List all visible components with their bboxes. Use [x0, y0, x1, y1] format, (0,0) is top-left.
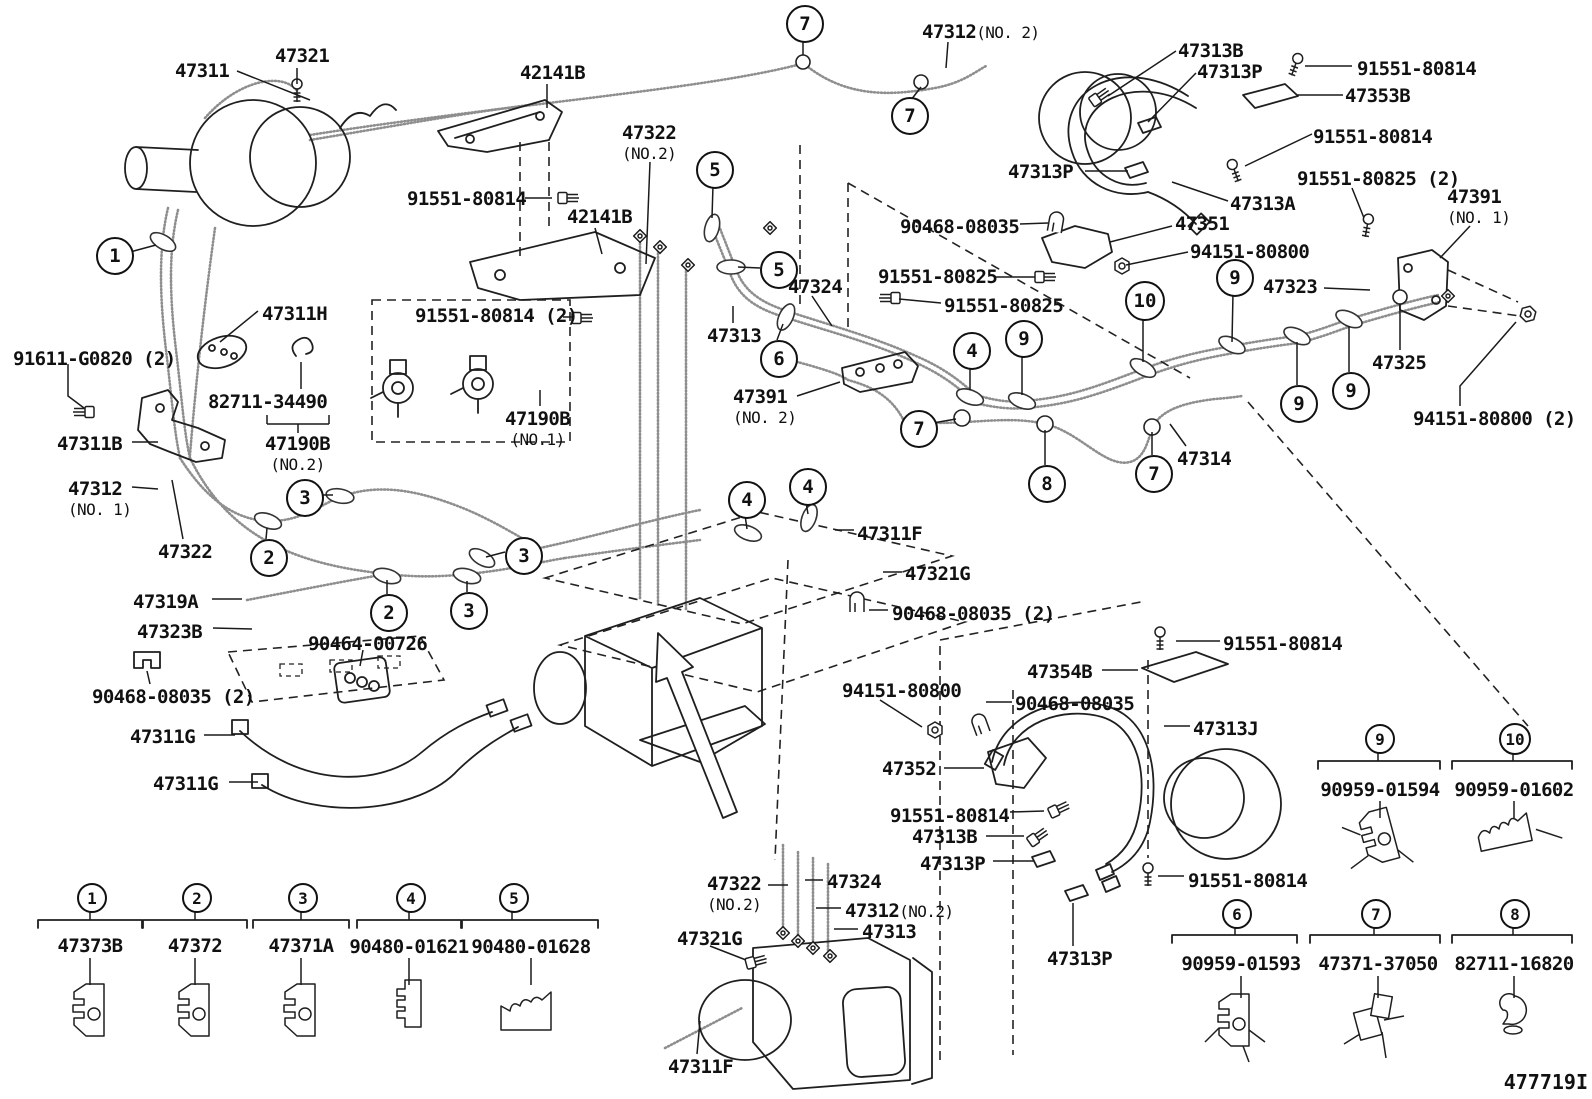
clip-90480-01628-icon: [500, 991, 552, 1031]
clip-47371-37050-icon: [1343, 992, 1405, 1059]
abs-actuator-center: [533, 597, 766, 767]
tube-point-markers: [795, 54, 1408, 436]
clip-47373B-icon: [72, 983, 105, 1037]
clamp-82711-34490: [291, 336, 314, 357]
clamp-block-90464: [333, 656, 391, 704]
clip-90468-left: [133, 651, 161, 669]
direction-arrow: [655, 632, 738, 819]
tube-bracket-47391-no2: [841, 351, 919, 393]
brake-drum-disc: [1163, 748, 1282, 860]
hose-bracket-47353B: [1242, 83, 1299, 109]
hose-bracket-47351: [1041, 225, 1113, 269]
clamp-47313P: [1064, 884, 1089, 902]
tube-clamp-markers: [149, 213, 1363, 585]
hoses-47311G: [231, 698, 533, 809]
clamp-47313P: [1124, 161, 1149, 179]
clamp-47313P: [1031, 850, 1056, 868]
clip-47371A-icon: [283, 983, 316, 1037]
clip-90480-01621-icon: [396, 979, 422, 1028]
tube-pad-47311H: [196, 334, 248, 370]
proportioning-valves: [370, 355, 494, 418]
dashed-reference-lines: [226, 142, 1529, 1060]
clip-90959-01594-icon: [1341, 806, 1414, 870]
bracket-42141B: [437, 99, 656, 301]
clip-90959-01602-icon: [1477, 812, 1563, 852]
rear-brake-hose-47313J: [983, 701, 1155, 893]
brake-booster: [124, 99, 397, 227]
dashed-slots: [279, 655, 401, 677]
abs-actuator-bottom: [698, 937, 933, 1090]
clip-82711-16820-icon: [1499, 993, 1527, 1035]
legend-clips: [72, 806, 1563, 1063]
bracket-47354B: [1141, 651, 1229, 683]
brake-booster-rear: [1038, 71, 1157, 165]
clip-47372-icon: [177, 983, 210, 1037]
leader-lines: [67, 39, 1517, 1055]
bracket-47352: [987, 737, 1047, 789]
